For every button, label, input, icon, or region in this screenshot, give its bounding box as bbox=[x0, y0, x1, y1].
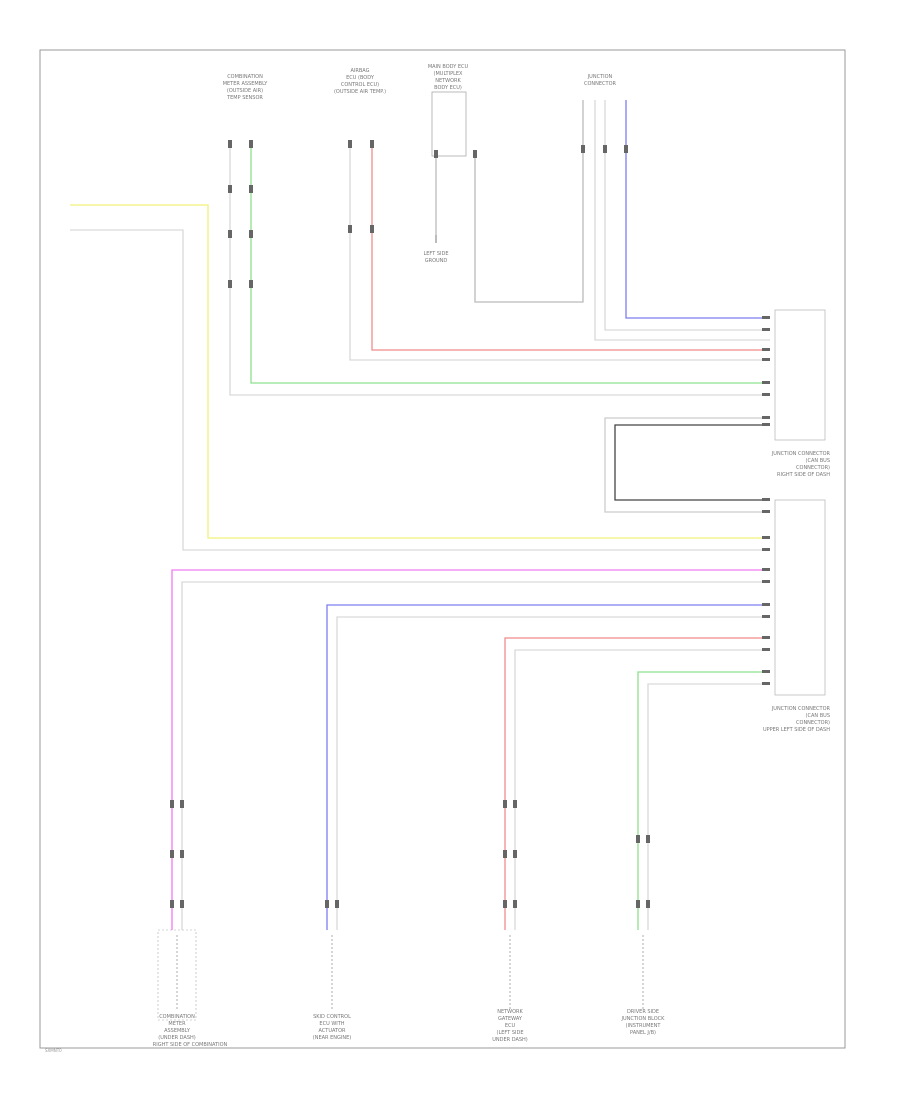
green-wire-bottom bbox=[637, 671, 770, 930]
svg-text:CONNECTOR: CONNECTOR bbox=[584, 81, 617, 87]
magenta-wire-white bbox=[181, 581, 770, 930]
svg-text:RIGHT SIDE OF COMBINATION: RIGHT SIDE OF COMBINATION bbox=[153, 1042, 228, 1048]
airbag-wire-red bbox=[371, 140, 770, 351]
right-junction-connector-2 bbox=[774, 499, 826, 696]
right-connector-1-label: JUNCTION CONNECTOR (CAN BUS CONNECTOR) R… bbox=[771, 451, 831, 478]
junction-loop-wire-2 bbox=[604, 417, 770, 513]
bottom-component-label-4: DRIVER SIDE JUNCTION BLOCK (INSTRUMENT P… bbox=[621, 1009, 666, 1036]
svg-text:COMBINATION: COMBINATION bbox=[159, 1014, 195, 1020]
svg-text:CONTROL ECU): CONTROL ECU) bbox=[341, 82, 379, 88]
body-ecu-wire-white bbox=[474, 100, 584, 303]
svg-text:ECU (BODY: ECU (BODY bbox=[346, 75, 375, 81]
red-wire-bottom-white bbox=[514, 649, 770, 930]
svg-text:SKID CONTROL: SKID CONTROL bbox=[313, 1014, 351, 1020]
svg-text:NETWORK: NETWORK bbox=[497, 1009, 523, 1015]
svg-text:UPPER LEFT SIDE OF DASH: UPPER LEFT SIDE OF DASH bbox=[763, 727, 830, 733]
svg-text:METER: METER bbox=[168, 1021, 186, 1027]
svg-text:(CAN BUS: (CAN BUS bbox=[806, 713, 830, 719]
svg-text:(UNDER DASH): (UNDER DASH) bbox=[158, 1035, 196, 1041]
green-wire-bottom-white bbox=[647, 683, 770, 930]
svg-text:(LEFT SIDE: (LEFT SIDE bbox=[497, 1030, 524, 1036]
svg-text:ACTUATOR: ACTUATOR bbox=[318, 1028, 346, 1034]
footer-code: SXMNT0 bbox=[45, 1048, 62, 1053]
svg-text:LEFT SIDE: LEFT SIDE bbox=[423, 251, 448, 257]
svg-text:BODY ECU): BODY ECU) bbox=[434, 85, 462, 91]
svg-text:(CAN BUS: (CAN BUS bbox=[806, 458, 830, 464]
junction-loop-wire bbox=[614, 424, 770, 501]
svg-text:COMBINATION: COMBINATION bbox=[227, 74, 263, 80]
comb-meter-wire-white bbox=[229, 140, 770, 396]
svg-text:JUNCTION: JUNCTION bbox=[587, 74, 613, 80]
svg-text:JUNCTION CONNECTOR: JUNCTION CONNECTOR bbox=[771, 706, 831, 712]
magenta-wire bbox=[171, 569, 770, 930]
diagram-border bbox=[39, 49, 846, 1049]
junction-wire-white-2 bbox=[594, 100, 770, 341]
top-component-label-3: MAIN BODY ECU (MULTIPLEX NETWORK BODY EC… bbox=[428, 64, 469, 91]
right-junction-connector-1 bbox=[774, 309, 826, 441]
top-connector-pins bbox=[228, 140, 628, 288]
svg-text:(OUTSIDE AIR): (OUTSIDE AIR) bbox=[227, 88, 263, 94]
blue-wire-bottom bbox=[326, 604, 770, 930]
right-connector-2-label: JUNCTION CONNECTOR (CAN BUS CONNECTOR) U… bbox=[763, 706, 831, 733]
bottom-component-label-3: NETWORK GATEWAY ECU (LEFT SIDE UNDER DAS… bbox=[492, 1009, 528, 1043]
top-component-label-2: AIRBAG ECU (BODY CONTROL ECU) (OUTSIDE A… bbox=[334, 68, 386, 95]
junction-wire-blue bbox=[625, 100, 770, 319]
bottom-component-label-2: SKID CONTROL ECU WITH ACTUATOR (NEAR ENG… bbox=[313, 1014, 351, 1041]
svg-text:JUNCTION CONNECTOR: JUNCTION CONNECTOR bbox=[771, 451, 831, 457]
red-wire-bottom bbox=[504, 637, 770, 930]
svg-text:AIRBAG: AIRBAG bbox=[350, 68, 369, 74]
svg-text:GATEWAY: GATEWAY bbox=[498, 1016, 523, 1022]
top-component-label-1: COMBINATION METER ASSEMBLY (OUTSIDE AIR)… bbox=[223, 74, 269, 101]
junction-wire-white-1 bbox=[604, 100, 770, 331]
svg-text:MAIN BODY ECU: MAIN BODY ECU bbox=[428, 64, 469, 70]
svg-text:CONNECTOR): CONNECTOR) bbox=[796, 465, 830, 471]
svg-text:NETWORK: NETWORK bbox=[435, 78, 461, 84]
svg-text:(MULTIPLEX: (MULTIPLEX bbox=[434, 71, 464, 77]
svg-text:CONNECTOR): CONNECTOR) bbox=[796, 720, 830, 726]
svg-text:UNDER DASH): UNDER DASH) bbox=[492, 1037, 528, 1043]
white-wire-left bbox=[70, 229, 770, 551]
right-connector-pins bbox=[762, 316, 770, 685]
comb-meter-wire-green bbox=[250, 140, 770, 384]
bottom-connector-pins bbox=[170, 800, 650, 908]
svg-text:(OUTSIDE AIR TEMP.): (OUTSIDE AIR TEMP.) bbox=[334, 89, 386, 95]
blue-wire-bottom-white bbox=[336, 616, 770, 930]
airbag-wire-white bbox=[349, 140, 770, 361]
svg-text:ECU WITH: ECU WITH bbox=[319, 1021, 344, 1027]
svg-text:JUNCTION BLOCK: JUNCTION BLOCK bbox=[621, 1016, 666, 1022]
svg-text:ECU: ECU bbox=[505, 1023, 516, 1029]
ground-label: LEFT SIDE GROUND bbox=[423, 251, 448, 264]
body-ecu-box bbox=[431, 91, 467, 157]
svg-text:(NEAR ENGINE): (NEAR ENGINE) bbox=[313, 1035, 351, 1041]
yellow-wire bbox=[70, 204, 770, 539]
bottom-component-label-1: COMBINATION METER ASSEMBLY (UNDER DASH) … bbox=[153, 1014, 228, 1048]
svg-text:DRIVER SIDE: DRIVER SIDE bbox=[627, 1009, 659, 1015]
bottom-leads bbox=[176, 935, 644, 1010]
svg-text:RIGHT SIDE OF DASH: RIGHT SIDE OF DASH bbox=[777, 472, 830, 478]
svg-text:GROUND: GROUND bbox=[425, 258, 448, 264]
svg-text:METER ASSEMBLY: METER ASSEMBLY bbox=[223, 81, 269, 87]
svg-text:ASSEMBLY: ASSEMBLY bbox=[164, 1028, 191, 1034]
svg-text:TEMP SENSOR: TEMP SENSOR bbox=[226, 95, 263, 101]
svg-text:PANEL J/B): PANEL J/B) bbox=[630, 1030, 656, 1036]
top-component-label-4: JUNCTION CONNECTOR bbox=[584, 74, 617, 87]
svg-text:(INSTRUMENT: (INSTRUMENT bbox=[626, 1023, 662, 1029]
